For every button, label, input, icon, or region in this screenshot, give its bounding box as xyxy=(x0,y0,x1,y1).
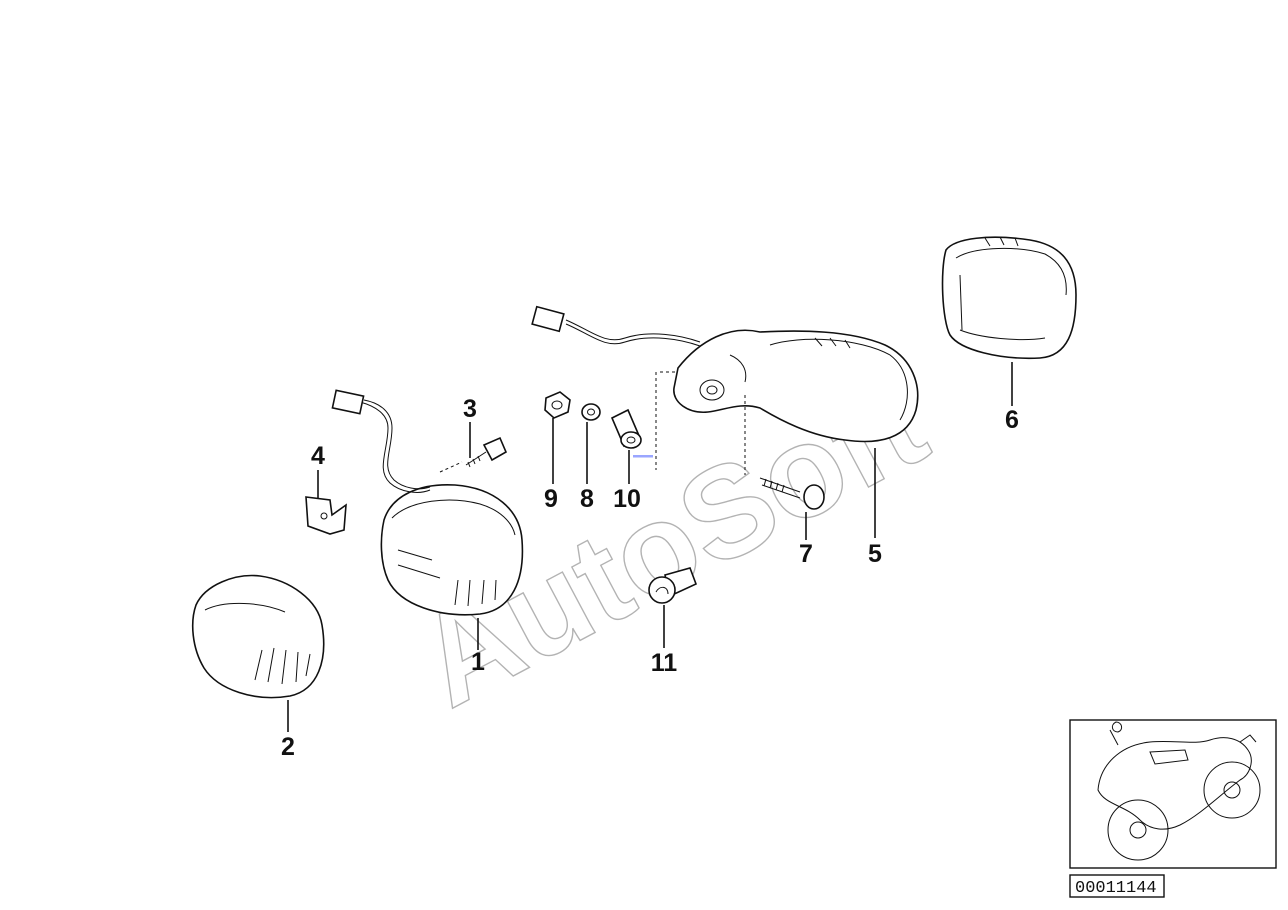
callout-10: 10 xyxy=(613,485,641,513)
callout-8: 8 xyxy=(580,485,594,513)
blue-mark xyxy=(633,455,653,458)
callout-3: 3 xyxy=(463,395,477,423)
callout-6: 6 xyxy=(1005,406,1019,434)
part-lens-left[interactable] xyxy=(191,574,325,699)
part-lens-right[interactable] xyxy=(941,236,1077,360)
connector-left xyxy=(331,389,365,415)
callout-labels: 1 2 3 4 5 6 7 8 9 10 11 xyxy=(281,395,1019,761)
part-nut-9[interactable] xyxy=(544,391,571,419)
motorcycle-thumbnail xyxy=(1069,719,1277,869)
callout-4: 4 xyxy=(311,442,325,470)
part-clip[interactable] xyxy=(305,496,347,535)
callout-1: 1 xyxy=(471,648,485,676)
part-bolt-7[interactable] xyxy=(759,477,825,510)
part-lamp-body-left[interactable] xyxy=(380,484,524,616)
callout-5: 5 xyxy=(868,540,882,568)
cable-left xyxy=(331,389,431,493)
leader-lines xyxy=(287,362,1013,732)
connector-right xyxy=(531,305,565,333)
part-washer-8[interactable] xyxy=(581,403,601,421)
assembly-lines xyxy=(439,371,746,475)
part-lamp-housing-right[interactable] xyxy=(673,329,919,443)
part-spacer-10[interactable] xyxy=(610,408,642,449)
part-bulb-11[interactable] xyxy=(648,567,698,604)
part-screw-3[interactable] xyxy=(465,436,508,468)
cable-right xyxy=(531,305,701,347)
callout-11: 11 xyxy=(651,649,678,677)
callout-9: 9 xyxy=(544,485,558,513)
callout-7: 7 xyxy=(799,540,813,568)
reference-number: 00011144 xyxy=(1075,879,1157,898)
reference-number-box: 00011144 xyxy=(1069,874,1165,898)
callout-2: 2 xyxy=(281,733,295,761)
